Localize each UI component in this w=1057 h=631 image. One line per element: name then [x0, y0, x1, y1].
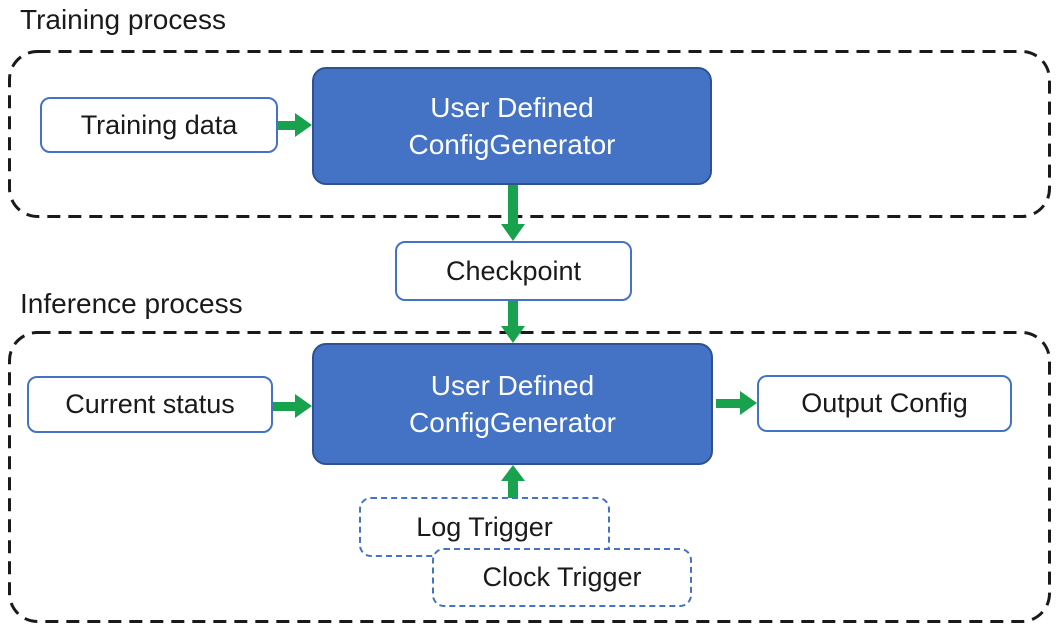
config-generator-training-box: User Defined ConfigGenerator [312, 67, 712, 185]
inference-process-container [8, 331, 1051, 623]
arrow-checkpoint-to-generator [500, 301, 525, 343]
arrow-generator-to-output-config [716, 391, 757, 415]
arrow-current-status-to-generator [273, 394, 312, 418]
inference-process-label: Inference process [20, 288, 243, 319]
training-process-container [8, 50, 1051, 218]
training-process-label: Training process [20, 4, 226, 35]
clock-trigger-box: Clock Trigger [432, 548, 692, 607]
config-generator-inference-box: User Defined ConfigGenerator [312, 343, 713, 465]
arrow-triggers-to-generator [501, 465, 525, 498]
arrow-training-data-to-generator [277, 113, 312, 137]
arrow-generator-to-checkpoint [500, 185, 525, 241]
training-data-box: Training data [40, 97, 278, 153]
checkpoint-box: Checkpoint [395, 241, 632, 301]
current-status-box: Current status [27, 376, 273, 433]
output-config-box: Output Config [757, 375, 1012, 432]
